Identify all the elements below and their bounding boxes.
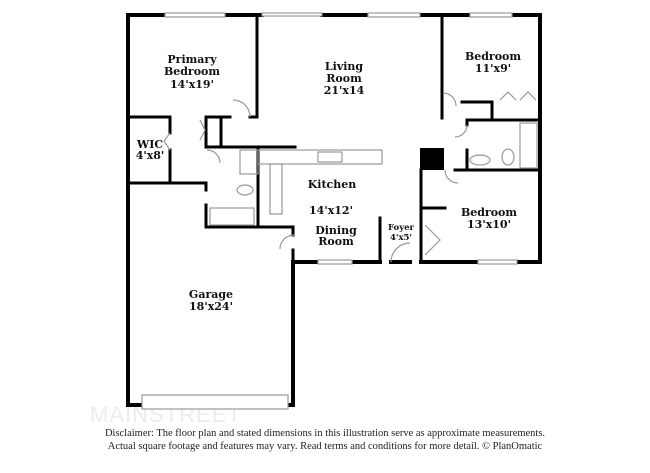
- fixtures: [141, 12, 538, 410]
- room-name: Garage: [189, 288, 233, 301]
- garage-door: [141, 394, 289, 410]
- room-name: Bedroom: [465, 50, 521, 63]
- walls: [126, 13, 542, 407]
- bathtub-icon: [519, 122, 538, 169]
- interior-wall: [126, 13, 542, 264]
- door-swing: [232, 99, 251, 118]
- room-name: WIC: [136, 138, 163, 151]
- room-name: Bedroom: [461, 206, 517, 219]
- room-dims: 11'x9': [475, 62, 511, 75]
- room-name: Bedroom: [164, 65, 220, 78]
- window: [469, 12, 513, 18]
- disclaimer-line-2: Actual square footage and features may v…: [107, 441, 543, 452]
- room-dims: 4'x8': [136, 149, 165, 162]
- room-dims: 13'x10': [467, 218, 511, 231]
- room-labels: Primary Bedroom 14'x19' WIC 4'x8' Living…: [136, 50, 522, 313]
- window: [477, 259, 518, 265]
- room-name: Primary: [167, 53, 217, 66]
- door-swing: [454, 124, 468, 138]
- disclaimer-line-1: Disclaimer: The floor plan and stated di…: [104, 428, 546, 439]
- kitchen-sink-icon: [317, 151, 343, 163]
- room-name: Room: [318, 235, 354, 248]
- chimney-block: [420, 148, 444, 170]
- outer-wall: [126, 13, 542, 407]
- stove-counter: [269, 163, 283, 215]
- room-name: Kitchen: [308, 178, 357, 191]
- window: [367, 12, 421, 18]
- room-name: Dining: [315, 224, 357, 237]
- toilet-icon: [236, 184, 254, 196]
- room-dims: 18'x24': [189, 300, 233, 313]
- shower-icon: [209, 207, 255, 226]
- room-name: Room: [326, 72, 362, 85]
- room-dims: 21'x14: [324, 84, 365, 97]
- room-dims: 14'x12': [309, 204, 353, 217]
- window: [317, 259, 353, 265]
- bath-sink-icon: [239, 149, 259, 175]
- toilet-icon: [501, 148, 515, 166]
- front-door: [390, 242, 411, 263]
- bath-sink-icon: [469, 154, 491, 166]
- door-swing: [206, 149, 221, 164]
- door-swing: [279, 234, 295, 250]
- door-swing: [444, 169, 459, 184]
- bifold-doors: [163, 91, 537, 256]
- sliding-door: [261, 12, 323, 17]
- room-dims: 14'x19': [170, 78, 214, 91]
- room-name: Foyer: [388, 223, 415, 233]
- room-name: Living: [325, 60, 363, 73]
- door-swing: [442, 92, 457, 107]
- window: [164, 12, 226, 18]
- room-dims: 4'x5': [390, 233, 412, 243]
